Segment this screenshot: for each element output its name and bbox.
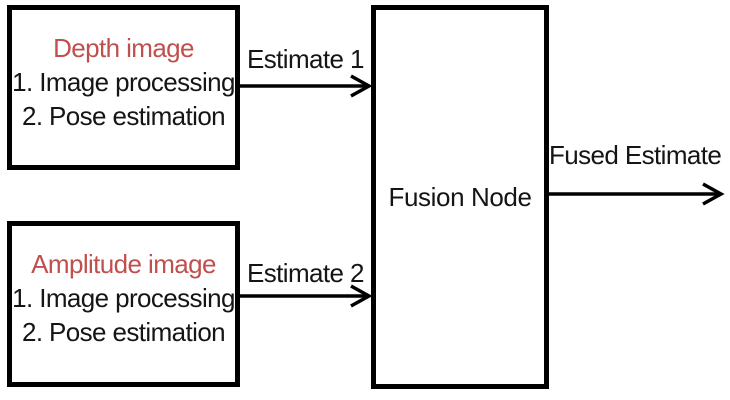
node-depth-image: Depth image 1. Image processing 2. Pose … — [7, 5, 240, 170]
amplitude-node-step-2: 2. Pose estimation — [21, 317, 226, 347]
edge-label-estimate-2: Estimate 2 — [247, 258, 364, 288]
node-fusion: Fusion Node — [371, 5, 549, 389]
arrow-fused-estimate-icon — [549, 182, 725, 206]
amplitude-node-step-1: 1. Image processing — [12, 283, 235, 313]
depth-node-step-2: 2. Pose estimation — [21, 101, 226, 131]
arrow-estimate-1-icon — [240, 74, 373, 98]
depth-node-step-1: 1. Image processing — [12, 67, 235, 97]
edge-label-estimate-1: Estimate 1 — [247, 44, 364, 74]
amplitude-node-title: Amplitude image — [31, 249, 216, 279]
fusion-node-label: Fusion Node — [388, 181, 532, 212]
arrow-estimate-2-icon — [240, 284, 373, 308]
depth-node-title: Depth image — [53, 33, 194, 63]
node-amplitude-image: Amplitude image 1. Image processing 2. P… — [7, 221, 240, 387]
edge-label-fused-estimate: Fused Estimate — [549, 140, 722, 170]
